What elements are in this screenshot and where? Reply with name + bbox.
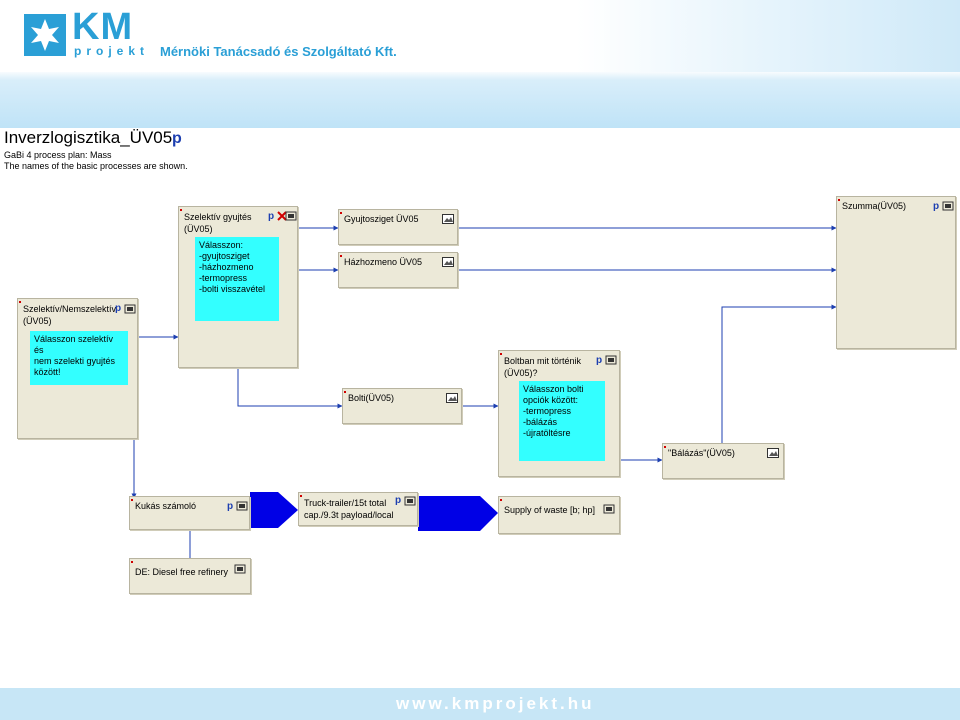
process-icon bbox=[942, 201, 954, 211]
footer-url[interactable]: www.kmprojekt.hu bbox=[396, 694, 595, 713]
connector-balazas-szumma bbox=[721, 304, 837, 446]
red-marker-icon bbox=[19, 301, 21, 303]
p-marker: p bbox=[227, 501, 234, 512]
red-marker-icon bbox=[344, 391, 346, 393]
red-marker-icon bbox=[664, 446, 666, 448]
process-label: Supply of waste [b; hp] bbox=[504, 505, 596, 515]
process-szumma[interactable]: Szumma(ÜV05) p bbox=[836, 196, 956, 349]
process-label: Bolti(ÜV05) bbox=[348, 393, 395, 403]
footer-banner: www.kmprojekt.hu bbox=[0, 688, 960, 720]
red-marker-icon bbox=[340, 255, 342, 257]
red-marker-icon bbox=[300, 495, 302, 497]
red-marker-icon bbox=[500, 353, 502, 355]
p-marker: p bbox=[268, 211, 275, 222]
plan-title: Inverzlogisztika_ÜV05 bbox=[4, 128, 173, 147]
process-icon bbox=[603, 504, 615, 514]
leaf-logo-icon bbox=[24, 14, 66, 56]
plan-subtitle: GaBi 4 process plan: Mass bbox=[4, 150, 112, 160]
process-boltban[interactable]: Boltban mit történik(ÜV05)? p Válasszon … bbox=[498, 350, 620, 477]
close-icon bbox=[277, 211, 287, 221]
process-label: DE: Diesel free refinery bbox=[135, 567, 229, 577]
process-icon bbox=[404, 496, 416, 506]
flow-arrow-kukas-truck bbox=[250, 492, 298, 528]
header-top-band bbox=[0, 0, 960, 72]
image-icon bbox=[442, 257, 454, 267]
p-marker: p bbox=[596, 355, 603, 366]
p-marker: p bbox=[115, 303, 122, 314]
flow-arrow-truck-supply bbox=[418, 496, 498, 531]
connector-bolti bbox=[237, 368, 343, 409]
process-bolti[interactable]: Bolti(ÜV05) bbox=[342, 388, 462, 424]
process-szelektiv-nemszelektiv[interactable]: Szelektív/Nemszelektív(ÜV05) p Válasszon… bbox=[17, 298, 138, 439]
plan-p-marker: p bbox=[172, 130, 182, 147]
process-icon bbox=[605, 355, 617, 365]
image-icon bbox=[767, 448, 779, 458]
red-marker-icon bbox=[180, 209, 182, 211]
process-gyujtosziget[interactable]: Gyujtosziget ÜV05 bbox=[338, 209, 458, 245]
red-marker-icon bbox=[500, 499, 502, 501]
process-hazhozmeno[interactable]: Házhozmeno ÜV05 bbox=[338, 252, 458, 288]
red-marker-icon bbox=[131, 561, 133, 563]
process-label: Kukás számoló bbox=[135, 501, 197, 511]
company-name: Mérnöki Tanácsadó és Szolgáltató Kft. bbox=[160, 44, 397, 59]
process-label: Gyujtosziget ÜV05 bbox=[344, 214, 419, 224]
process-label: Boltban mit történik(ÜV05)? bbox=[504, 356, 582, 378]
process-label: Házhozmeno ÜV05 bbox=[344, 257, 423, 267]
process-label: "Bálázás"(ÜV05) bbox=[668, 448, 735, 458]
process-diesel-refinery[interactable]: DE: Diesel free refinery bbox=[129, 558, 251, 594]
process-icon bbox=[124, 304, 136, 314]
process-kukas-szamolo[interactable]: Kukás számoló p bbox=[129, 496, 250, 530]
process-balazas[interactable]: "Bálázás"(ÜV05) bbox=[662, 443, 784, 479]
red-marker-icon bbox=[838, 199, 840, 201]
note-szelektiv-gyujtes: Válasszon:-gyujtosziget-házhozmeno-termo… bbox=[195, 237, 279, 321]
p-marker: p bbox=[395, 495, 402, 506]
process-label: Szumma(ÜV05) bbox=[842, 201, 907, 211]
logo-wordmark: KM bbox=[72, 6, 134, 48]
header-banner: KM projekt Mérnöki Tanácsadó és Szolgált… bbox=[0, 0, 960, 128]
image-icon bbox=[442, 214, 454, 224]
process-icon bbox=[234, 564, 246, 574]
red-marker-icon bbox=[131, 499, 133, 501]
red-marker-icon bbox=[340, 212, 342, 214]
process-label: Szelektív gyujtés(ÜV05) bbox=[184, 212, 252, 234]
process-supply-of-waste[interactable]: Supply of waste [b; hp] bbox=[498, 496, 620, 534]
p-marker: p bbox=[933, 201, 940, 212]
process-label: Szelektív/Nemszelektív(ÜV05) bbox=[23, 304, 117, 326]
logo-subword: projekt bbox=[74, 44, 150, 58]
process-icon bbox=[236, 501, 248, 511]
process-icon bbox=[285, 211, 297, 221]
image-icon bbox=[446, 393, 458, 403]
process-szelektiv-gyujtes[interactable]: Szelektív gyujtés(ÜV05) p Válasszon:-gyu… bbox=[178, 206, 298, 368]
plan-description: The names of the basic processes are sho… bbox=[4, 161, 188, 171]
